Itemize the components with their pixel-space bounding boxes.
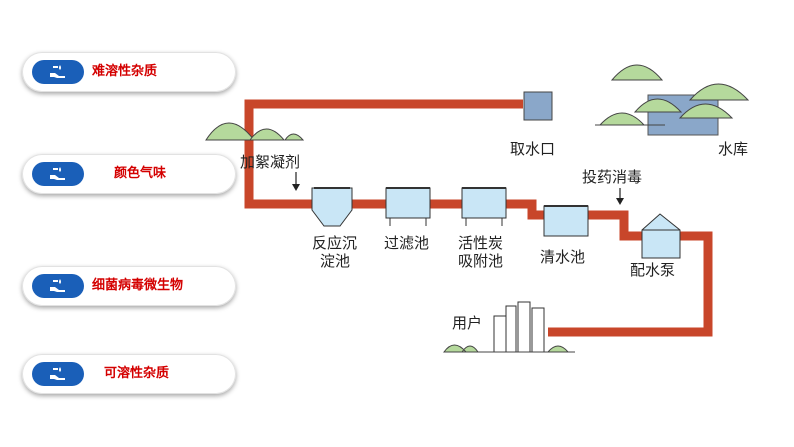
impurity-label: 颜色气味 <box>114 166 167 181</box>
water-pipe <box>244 99 713 337</box>
user-label: 用户 <box>452 314 482 332</box>
reservoir <box>595 64 750 136</box>
filter-tank <box>385 187 431 226</box>
carbon-tank <box>461 187 507 226</box>
pump-house <box>641 213 681 259</box>
impurity-item[interactable]: 颜色气味 <box>22 154 236 194</box>
impurity-item[interactable]: 细菌病毒微生物 <box>22 266 236 306</box>
intake-box <box>523 91 553 121</box>
hand-water-icon <box>50 167 65 180</box>
hill <box>205 122 305 141</box>
badge <box>32 274 84 298</box>
hand-water-icon <box>50 279 65 292</box>
clear-water-label: 清水池 <box>540 248 585 266</box>
intake-label: 取水口 <box>510 140 555 158</box>
hand-water-icon <box>50 367 65 380</box>
impurity-item[interactable]: 难溶性杂质 <box>22 52 236 92</box>
arrow-head <box>616 198 624 205</box>
clear-water-tank <box>543 205 589 237</box>
disinfect-label: 投药消毒 <box>582 168 642 186</box>
arrow-head <box>292 184 300 191</box>
user-buildings <box>443 301 575 353</box>
pump-label: 配水泵 <box>630 261 675 279</box>
impurity-item[interactable]: 可溶性杂质 <box>22 354 236 394</box>
sedimentation-label-1: 反应沉 <box>312 234 357 252</box>
sedimentation-label-2: 淀池 <box>320 252 350 270</box>
carbon-label-2: 吸附池 <box>458 252 503 270</box>
impurity-label: 可溶性杂质 <box>104 366 170 381</box>
carbon-label-1: 活性炭 <box>458 234 503 252</box>
impurity-label: 难溶性杂质 <box>92 64 158 79</box>
badge <box>32 162 84 186</box>
impurity-label: 细菌病毒微生物 <box>92 278 184 293</box>
reservoir-label: 水库 <box>718 140 748 158</box>
badge <box>32 362 84 386</box>
coagulant-label: 加絮凝剂 <box>240 153 300 171</box>
filter-label: 过滤池 <box>384 234 429 252</box>
badge <box>32 60 84 84</box>
sedimentation-tank <box>311 187 353 227</box>
hand-water-icon <box>50 65 65 78</box>
